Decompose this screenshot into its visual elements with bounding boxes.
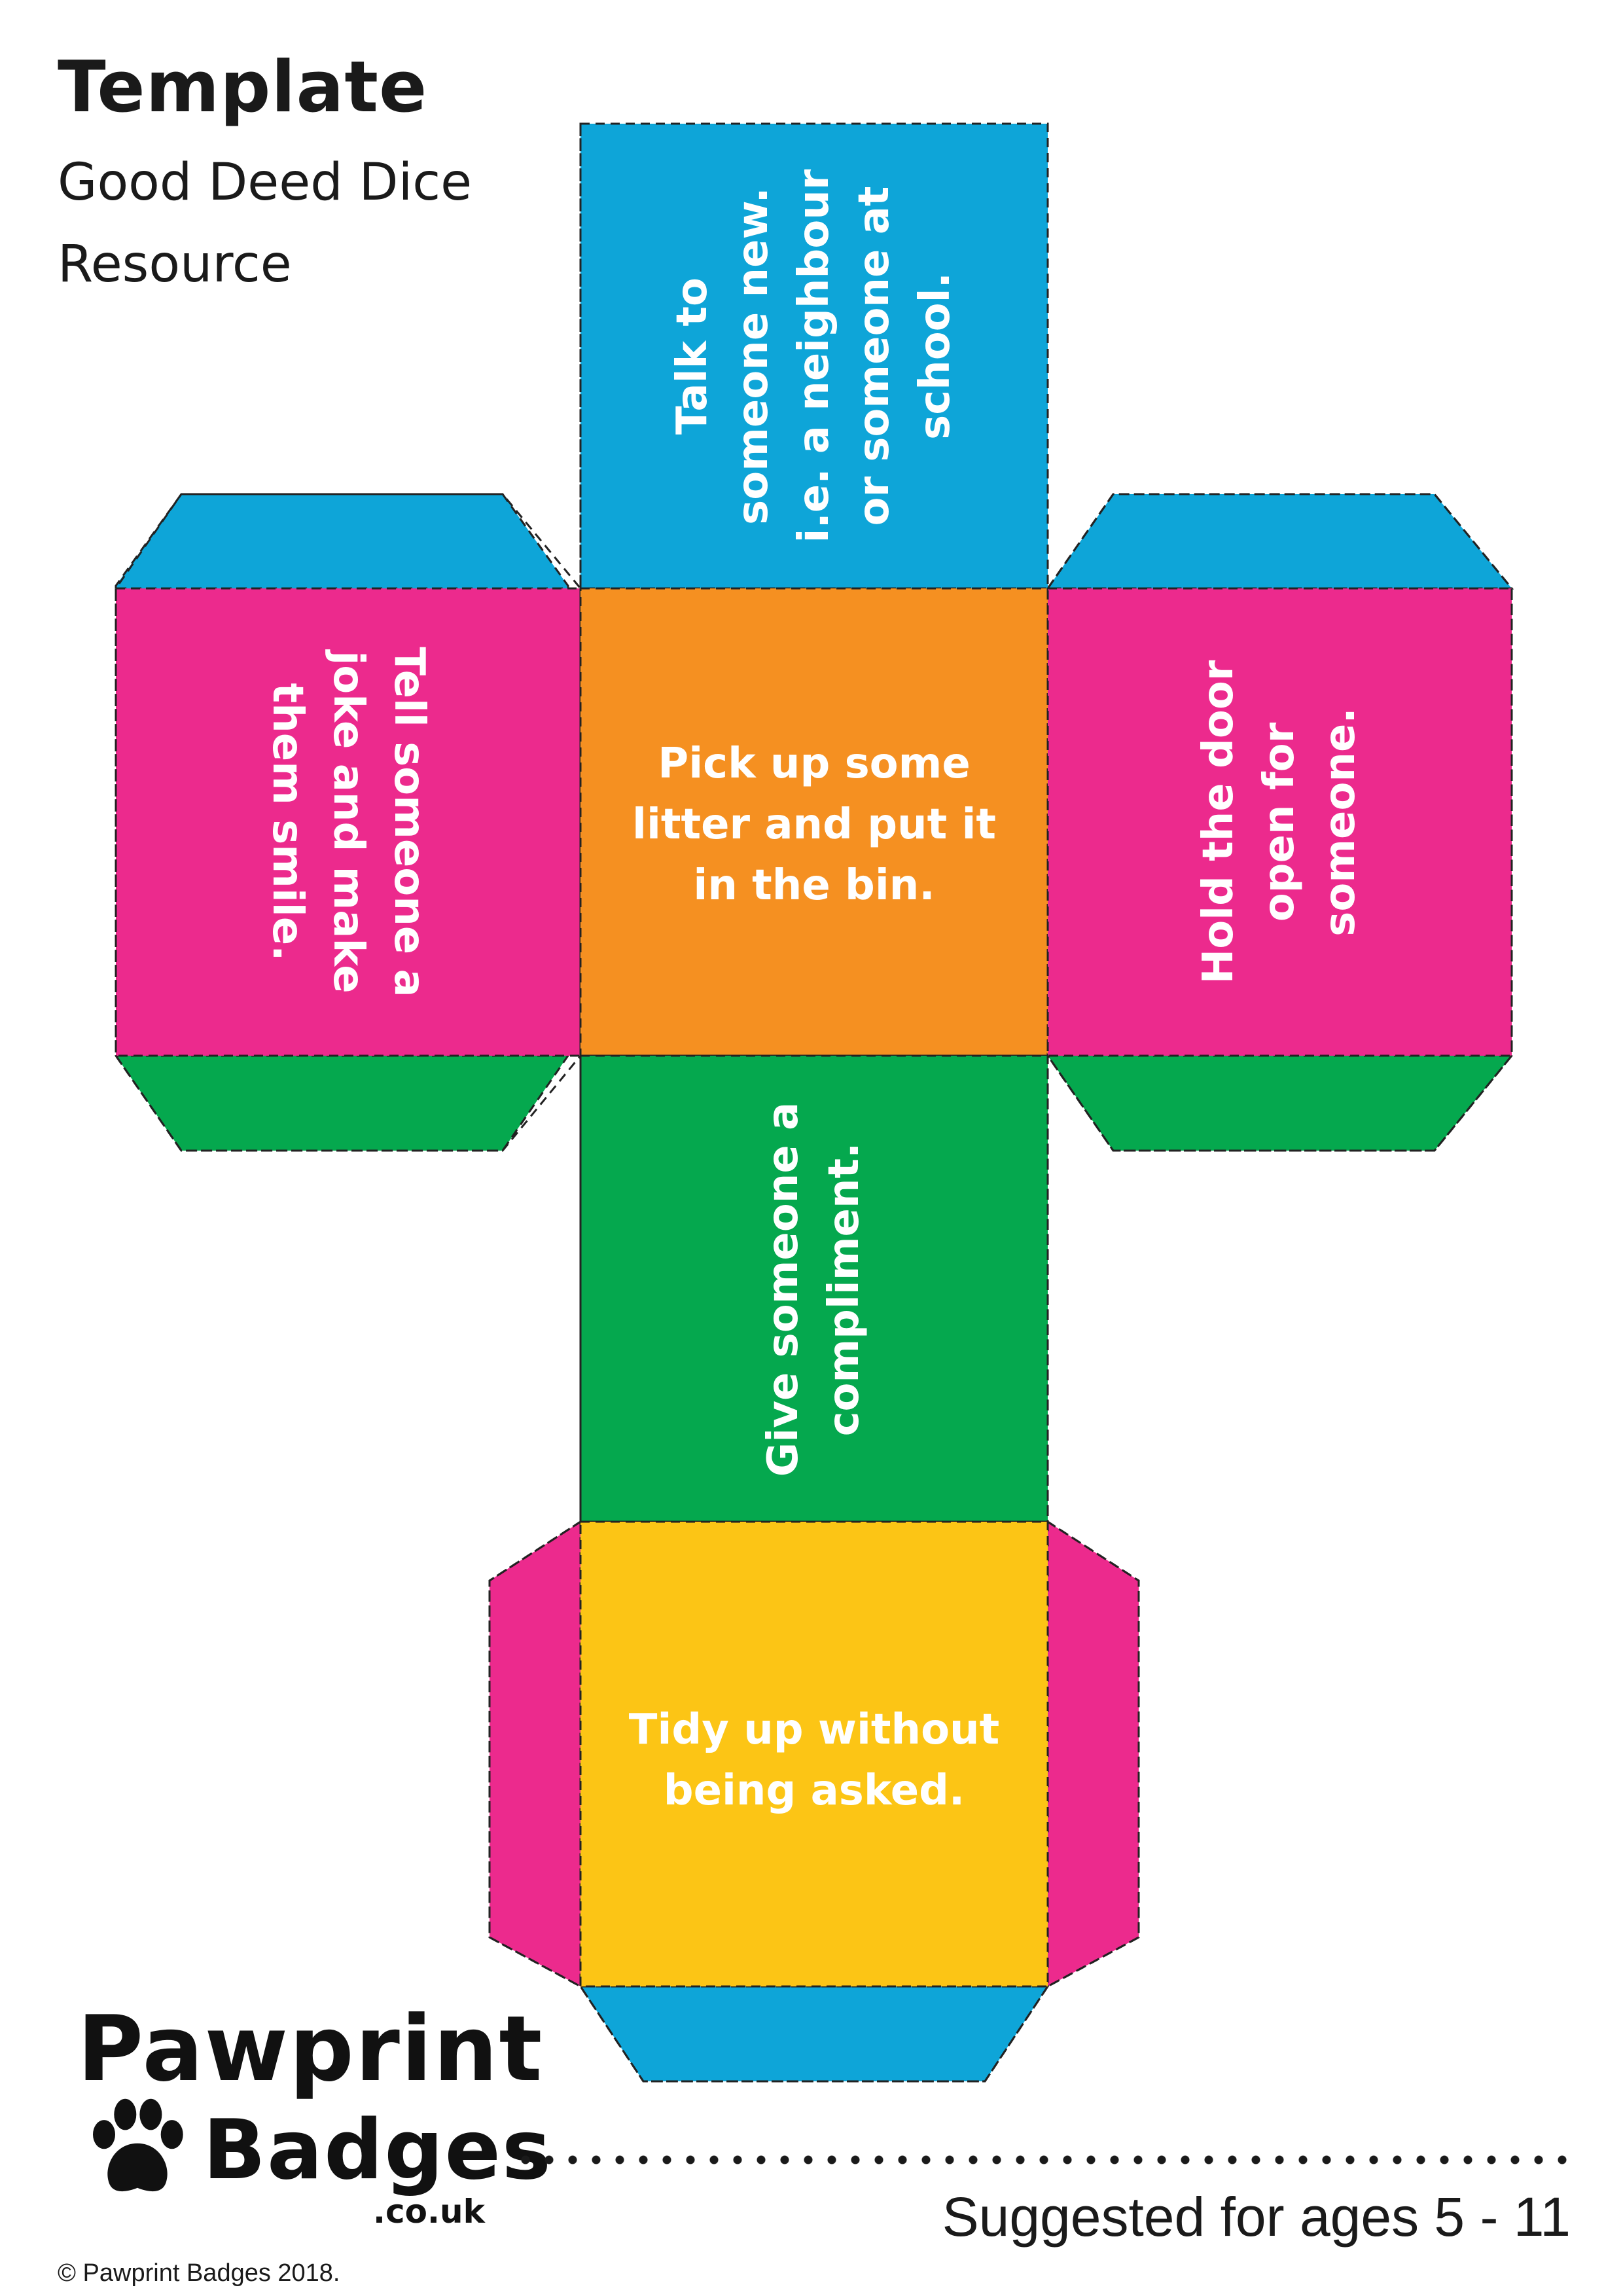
- copyright-notice: © Pawprint Badges 2018.: [58, 2259, 340, 2287]
- face-left-line-1: Tell someone a: [385, 647, 434, 997]
- tab-bottom: [579, 1985, 1050, 2083]
- suggested-ages: Suggested for ages 5 - 11: [942, 2186, 1571, 2248]
- face-right: [1046, 587, 1513, 1057]
- subtitle-line-1: Good Deed Dice: [58, 153, 473, 212]
- face-left-line-2: joke and make: [324, 651, 373, 994]
- face-top-line-4: or someone at: [850, 186, 899, 526]
- face-top-line-3: i.e. a neighbour: [789, 169, 838, 543]
- tab-right-top: [1046, 493, 1514, 590]
- face-lower-text: Give someone a compliment.: [753, 1102, 875, 1477]
- face-bottom: [579, 1520, 1049, 1988]
- logo-text-pawprint: Pawprint: [77, 1996, 544, 2102]
- face-left-text: Tell someone a joke and make them smile.: [257, 647, 439, 997]
- face-bottom-text: Tidy up without being asked.: [629, 1700, 999, 1821]
- face-right-line-3: someone.: [1315, 708, 1364, 937]
- paw-print-icon: [93, 2098, 183, 2192]
- face-bottom-line-2: being asked.: [663, 1767, 965, 1815]
- face-bottom-line-1: Tidy up without: [628, 1706, 1000, 1755]
- cut-line: [115, 122, 1513, 2083]
- face-top: [579, 122, 1049, 590]
- tab-left-top: [115, 493, 569, 590]
- face-left-line-3: them smile.: [263, 683, 312, 961]
- page-title: Template: [58, 46, 428, 128]
- face-lower-line-2: compliment.: [820, 1142, 868, 1437]
- subtitle-line-2: Resource: [58, 235, 292, 294]
- face-center-line-3: in the bin.: [693, 861, 935, 910]
- tab-left-bottom: [114, 1054, 570, 1152]
- face-lower-line-1: Give someone a: [759, 1102, 808, 1477]
- tab-bottom-right: [1046, 1520, 1140, 1988]
- dotted-separator: [514, 2153, 1574, 2166]
- face-center-line-2: litter and put it: [632, 800, 996, 849]
- face-center-text: Pick up some litter and put it in the bi…: [632, 734, 996, 916]
- face-top-text: Talk to someone new. i.e. a neighbour or…: [662, 170, 966, 543]
- face-center-line-1: Pick up some: [658, 739, 971, 788]
- face-lower: [579, 1054, 1049, 1523]
- face-right-line-2: open for: [1255, 722, 1304, 922]
- logo-text-domain: .co.uk: [373, 2193, 485, 2231]
- tab-right-bottom: [1046, 1054, 1514, 1152]
- face-right-line-1: Hold the door: [1194, 660, 1243, 984]
- logo-text-badges: Badges: [203, 2102, 552, 2198]
- face-right-text: Hold the door open for someone.: [1188, 660, 1370, 984]
- face-top-line-1: Talk to: [668, 278, 717, 435]
- face-left: [115, 587, 582, 1057]
- face-top-line-5: school.: [911, 272, 960, 440]
- tab-bottom-left: [488, 1520, 582, 1988]
- face-top-line-2: someone new.: [728, 187, 777, 525]
- face-center: [579, 587, 1049, 1057]
